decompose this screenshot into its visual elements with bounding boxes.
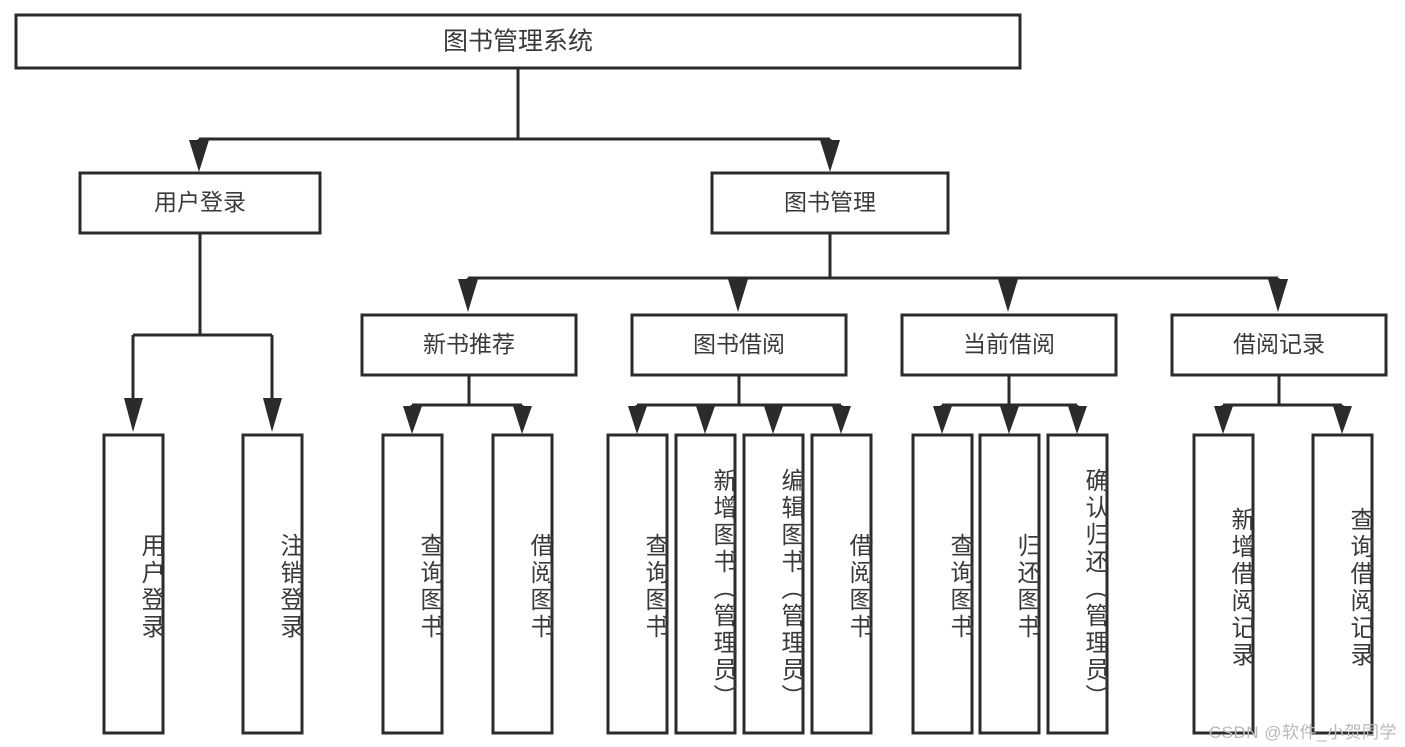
book-borrowing-box-shape — [630, 313, 848, 377]
arrow-head-leaf-query-book-3 — [933, 406, 952, 434]
arrow-head-leaf-logout — [263, 398, 282, 432]
leaf-query-book-2-shape[interactable] — [606, 433, 669, 735]
arrow-head-leaf-query-borrow-record — [1333, 406, 1352, 434]
new-book-box-shape — [360, 313, 578, 377]
arrow-head-leaf-query-book-2 — [628, 406, 647, 434]
leaf-query-book-1-shape[interactable] — [381, 433, 444, 735]
node-book-borrowing[interactable]: 图书借阅 — [630, 313, 848, 377]
arrow-head-book-borrowing — [728, 279, 748, 312]
leaf-query-book-3-shape[interactable] — [911, 433, 974, 735]
user-login-box-label: 用户登录 — [154, 189, 246, 215]
root-box-label: 图书管理系统 — [443, 28, 593, 56]
arrow-head-leaf-borrow-book-1 — [513, 406, 532, 434]
book-management-box-label: 图书管理 — [784, 189, 876, 215]
node-book-management[interactable]: 图书管理 — [710, 171, 950, 235]
arrow-head-current-borrowing — [998, 279, 1018, 312]
leaf-logout-shape[interactable] — [241, 433, 304, 735]
arrow-head-leaf-add-book-admin — [696, 406, 715, 434]
node-user-login[interactable]: 用户登录 — [78, 171, 322, 235]
book-borrowing-box-label: 图书借阅 — [693, 331, 785, 357]
leaf-return-book-shape[interactable] — [978, 433, 1041, 735]
node-current-borrowing[interactable]: 当前借阅 — [900, 313, 1118, 377]
arrow-head-leaf-borrow-book-2 — [832, 406, 851, 434]
leaf-confirm-return-admin-shape[interactable] — [1046, 433, 1109, 735]
node-borrowing-records[interactable]: 借阅记录 — [1170, 313, 1388, 377]
leaf-borrow-book-2-shape[interactable] — [810, 433, 873, 735]
arrow-head-leaf-edit-book-admin — [764, 406, 783, 434]
leaf-borrow-book-1-shape[interactable] — [491, 433, 554, 735]
arrow-head-user-login — [189, 140, 209, 172]
arrow-head-new-book-recommendation — [458, 279, 478, 312]
current-borrowing-box-label: 当前借阅 — [963, 331, 1055, 357]
borrowing-records-box-label: 借阅记录 — [1233, 331, 1325, 357]
arrow-head-leaf-user-login — [124, 398, 143, 432]
leaf-add-borrow-record-shape[interactable] — [1192, 433, 1255, 735]
root-box-shape — [14, 13, 1022, 70]
arrow-head-book-management — [820, 140, 840, 172]
arrow-head-leaf-confirm-return-admin — [1068, 406, 1087, 434]
leaf-query-borrow-record-shape[interactable] — [1311, 433, 1374, 735]
arrow-head-leaf-query-book-1 — [403, 406, 422, 434]
arrow-head-borrowing-records — [1268, 279, 1288, 312]
leaf-edit-book-admin-shape[interactable] — [742, 433, 805, 735]
borrowing-records-box-shape — [1170, 313, 1388, 377]
new-book-box-label: 新书推荐 — [423, 331, 515, 357]
node-new-book-recommendation[interactable]: 新书推荐 — [360, 313, 578, 377]
csdn-watermark: CSDN @软件_小贺同学 — [1208, 723, 1397, 742]
current-borrowing-box-shape — [900, 313, 1118, 377]
leaf-add-book-admin-shape[interactable] — [674, 433, 737, 735]
book-management-box-shape — [710, 171, 950, 235]
node-root-library-management-system[interactable]: 图书管理系统 — [14, 13, 1022, 70]
arrow-head-leaf-return-book — [1000, 406, 1019, 434]
leaf-user-login-shape[interactable] — [102, 433, 165, 735]
arrow-head-leaf-add-borrow-record — [1214, 406, 1233, 434]
